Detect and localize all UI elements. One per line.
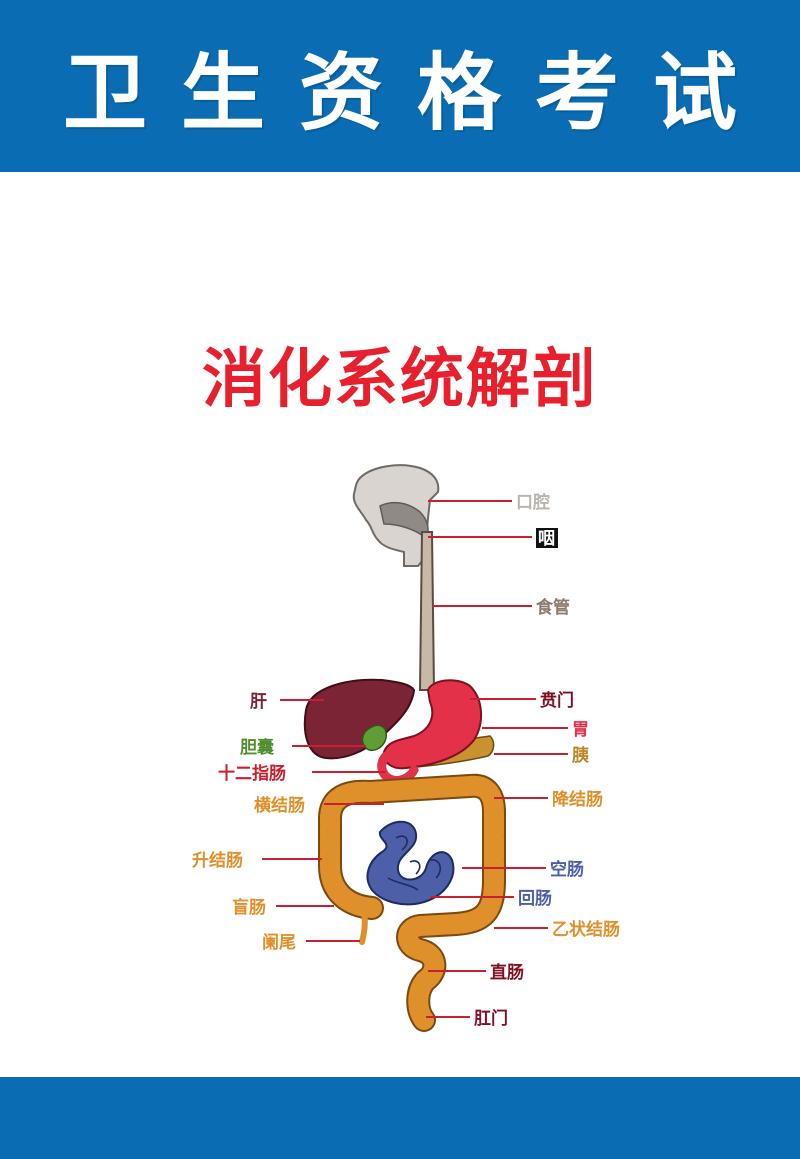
stomach — [382, 679, 482, 770]
liver — [303, 678, 416, 760]
label-pharynx-bg — [536, 528, 558, 548]
label-anus: 肛门 — [474, 1008, 508, 1029]
label-sigmoid-colon: 乙状结肠 — [552, 919, 620, 940]
label-pharynx: 咽 — [538, 529, 555, 549]
label-jejunum: 空肠 — [550, 859, 584, 880]
label-descending-colon: 降结肠 — [552, 789, 603, 810]
head-illustration — [352, 464, 440, 567]
label-cecum: 盲肠 — [232, 897, 266, 918]
label-duodenum: 十二指肠 — [218, 763, 286, 784]
label-appendix: 阑尾 — [262, 932, 296, 953]
bottom-banner — [0, 1077, 800, 1159]
label-gallbladder: 胆囊 — [240, 737, 274, 758]
label-mouth: 口腔 — [516, 492, 550, 513]
label-esophagus: 食管 — [536, 597, 570, 618]
gallbladder — [361, 724, 387, 752]
label-cardia: 贲门 — [540, 690, 574, 711]
label-liver: 肝 — [250, 692, 267, 712]
large-intestine — [318, 773, 506, 1032]
small-intestine — [366, 820, 455, 906]
tongue — [379, 501, 429, 540]
label-ileum: 回肠 — [518, 889, 552, 909]
label-rectum: 直肠 — [490, 962, 524, 983]
leader-lines — [262, 500, 568, 1018]
label-stomach: 胃 — [572, 720, 589, 740]
top-banner: 卫生资格考试 — [0, 0, 800, 172]
label-transverse-colon: 横结肠 — [254, 795, 305, 816]
banner-title: 卫生资格考试 — [62, 42, 771, 142]
esophagus — [418, 531, 436, 691]
diagram-title: 消化系统解剖 — [202, 343, 598, 417]
label-ascending-colon: 升结肠 — [192, 850, 243, 871]
label-pancreas: 胰 — [572, 745, 589, 766]
duodenum — [377, 751, 419, 785]
